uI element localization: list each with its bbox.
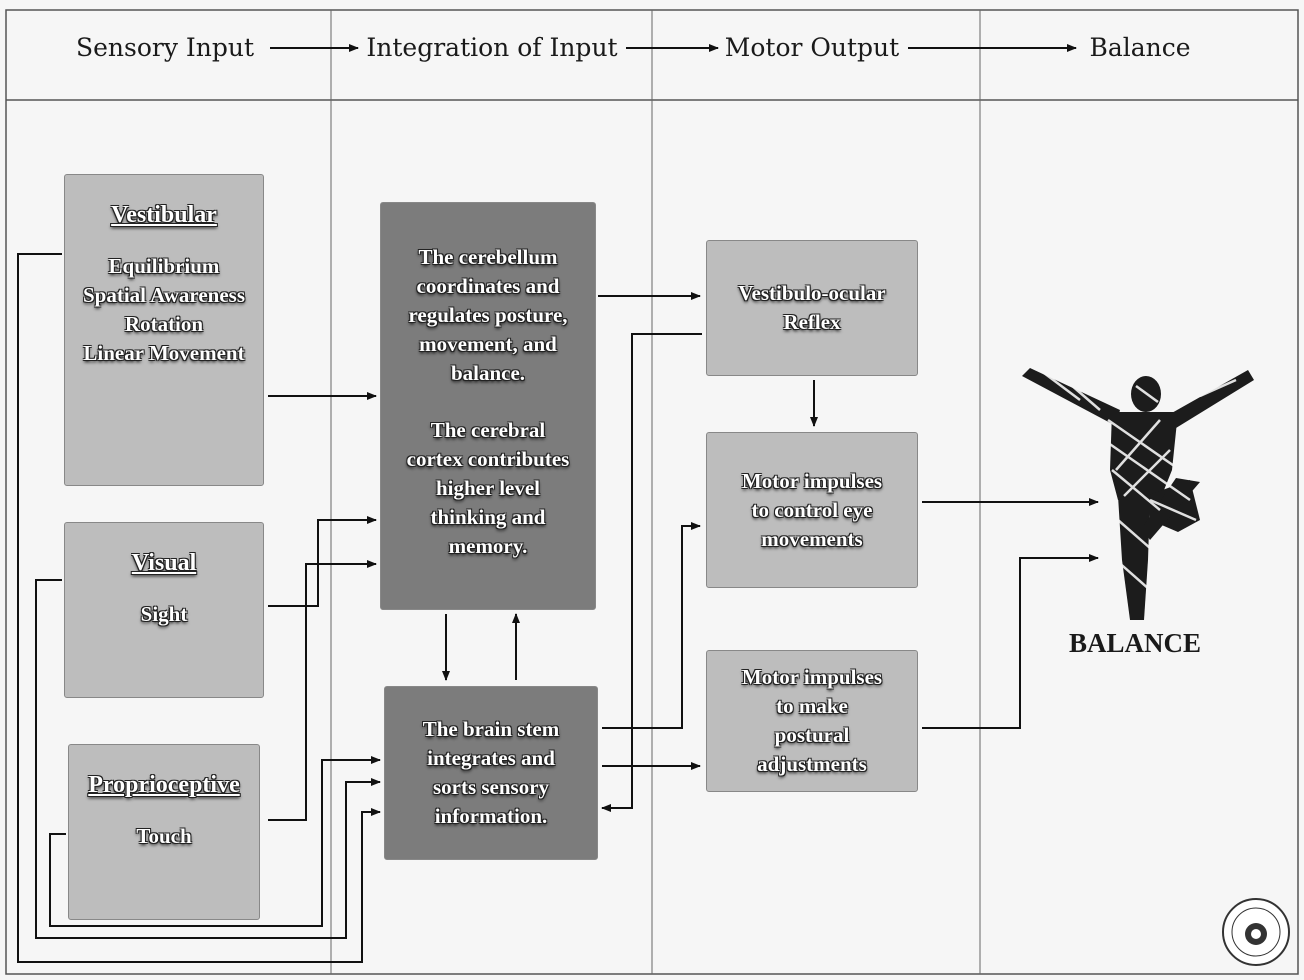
header-step-sensory: Sensory Input [75, 33, 255, 62]
proprioceptive-line: Touch [136, 824, 192, 848]
vor-line: Vestibulo-ocular [738, 281, 886, 305]
header-step-integration: Integration of Input [366, 33, 618, 62]
visual-line: Sight [140, 602, 188, 626]
visual-title: Visual [131, 550, 197, 576]
vestibular-line: Equilibrium [108, 254, 220, 278]
postural-line: adjustments [757, 752, 867, 776]
eye-line: Motor impulses [741, 468, 883, 493]
cortex-line: higher level [435, 476, 540, 500]
proprioceptive-title: Proprioceptive [88, 772, 240, 798]
eye-line: to control eye [751, 497, 873, 522]
postural-line: to make [776, 694, 848, 718]
postural-line: postural [774, 723, 850, 747]
cortex-line: cortex contributes [406, 447, 570, 471]
cerebellum-line: The cerebellum [418, 245, 558, 269]
header-step-balance: Balance [1089, 33, 1191, 62]
vestibular-line: Rotation [124, 312, 204, 336]
cerebellum-line: balance. [450, 361, 526, 385]
vestibulo-ocular-box: Vestibulo-ocular Reflex [706, 240, 918, 376]
arrow-proprio-brainstem [49, 756, 381, 927]
eye-line: movements [761, 526, 863, 551]
balancing-figure-icon [1022, 368, 1254, 620]
visual-box: Visual Sight [64, 522, 264, 698]
cerebellum-cortex-box: The cerebellum coordinates and regulates… [380, 202, 596, 610]
brainstem-line: integrates and [427, 746, 555, 770]
balance-label: BALANCE [1068, 628, 1202, 658]
postural-adjustment-box: Motor impulses to make postural adjustme… [706, 650, 918, 792]
vestibular-line: Linear Movement [83, 341, 245, 365]
header-step-motor: Motor Output [724, 33, 900, 62]
vestibular-title: Vestibular [111, 202, 217, 228]
cerebellum-line: regulates posture, [408, 303, 568, 327]
vestibular-box: Vestibular Equilibrium Spatial Awareness… [64, 174, 264, 486]
brainstem-line: information. [434, 804, 548, 828]
arrow-proprio-cerebellum [268, 560, 377, 821]
cortex-line: The cerebral [430, 418, 546, 442]
brainstem-line: sorts sensory [432, 775, 550, 799]
arrow-brainstem-eye [602, 522, 701, 729]
arrow-vestibular-brainstem [17, 253, 381, 963]
proprioceptive-box: Proprioceptive Touch [68, 744, 260, 920]
eye-movement-box: Motor impulses to control eye movements [706, 432, 918, 588]
vestibular-line: Spatial Awareness [83, 283, 245, 307]
cortex-line: memory. [448, 534, 528, 558]
vor-line: Reflex [783, 310, 841, 334]
cerebellum-line: coordinates and [416, 274, 560, 298]
cerebellum-line: movement, and [419, 332, 557, 356]
cortex-line: thinking and [430, 505, 546, 529]
brainstem-box: The brain stem integrates and sorts sens… [384, 686, 598, 860]
circular-logo-stamp [1222, 898, 1290, 966]
brainstem-line: The brain stem [422, 717, 560, 741]
arrow-vor-brainstem [601, 333, 702, 812]
postural-line: Motor impulses [741, 665, 883, 689]
arrow-visual-brainstem [35, 579, 381, 939]
arrow-postural-balance [922, 554, 1099, 729]
